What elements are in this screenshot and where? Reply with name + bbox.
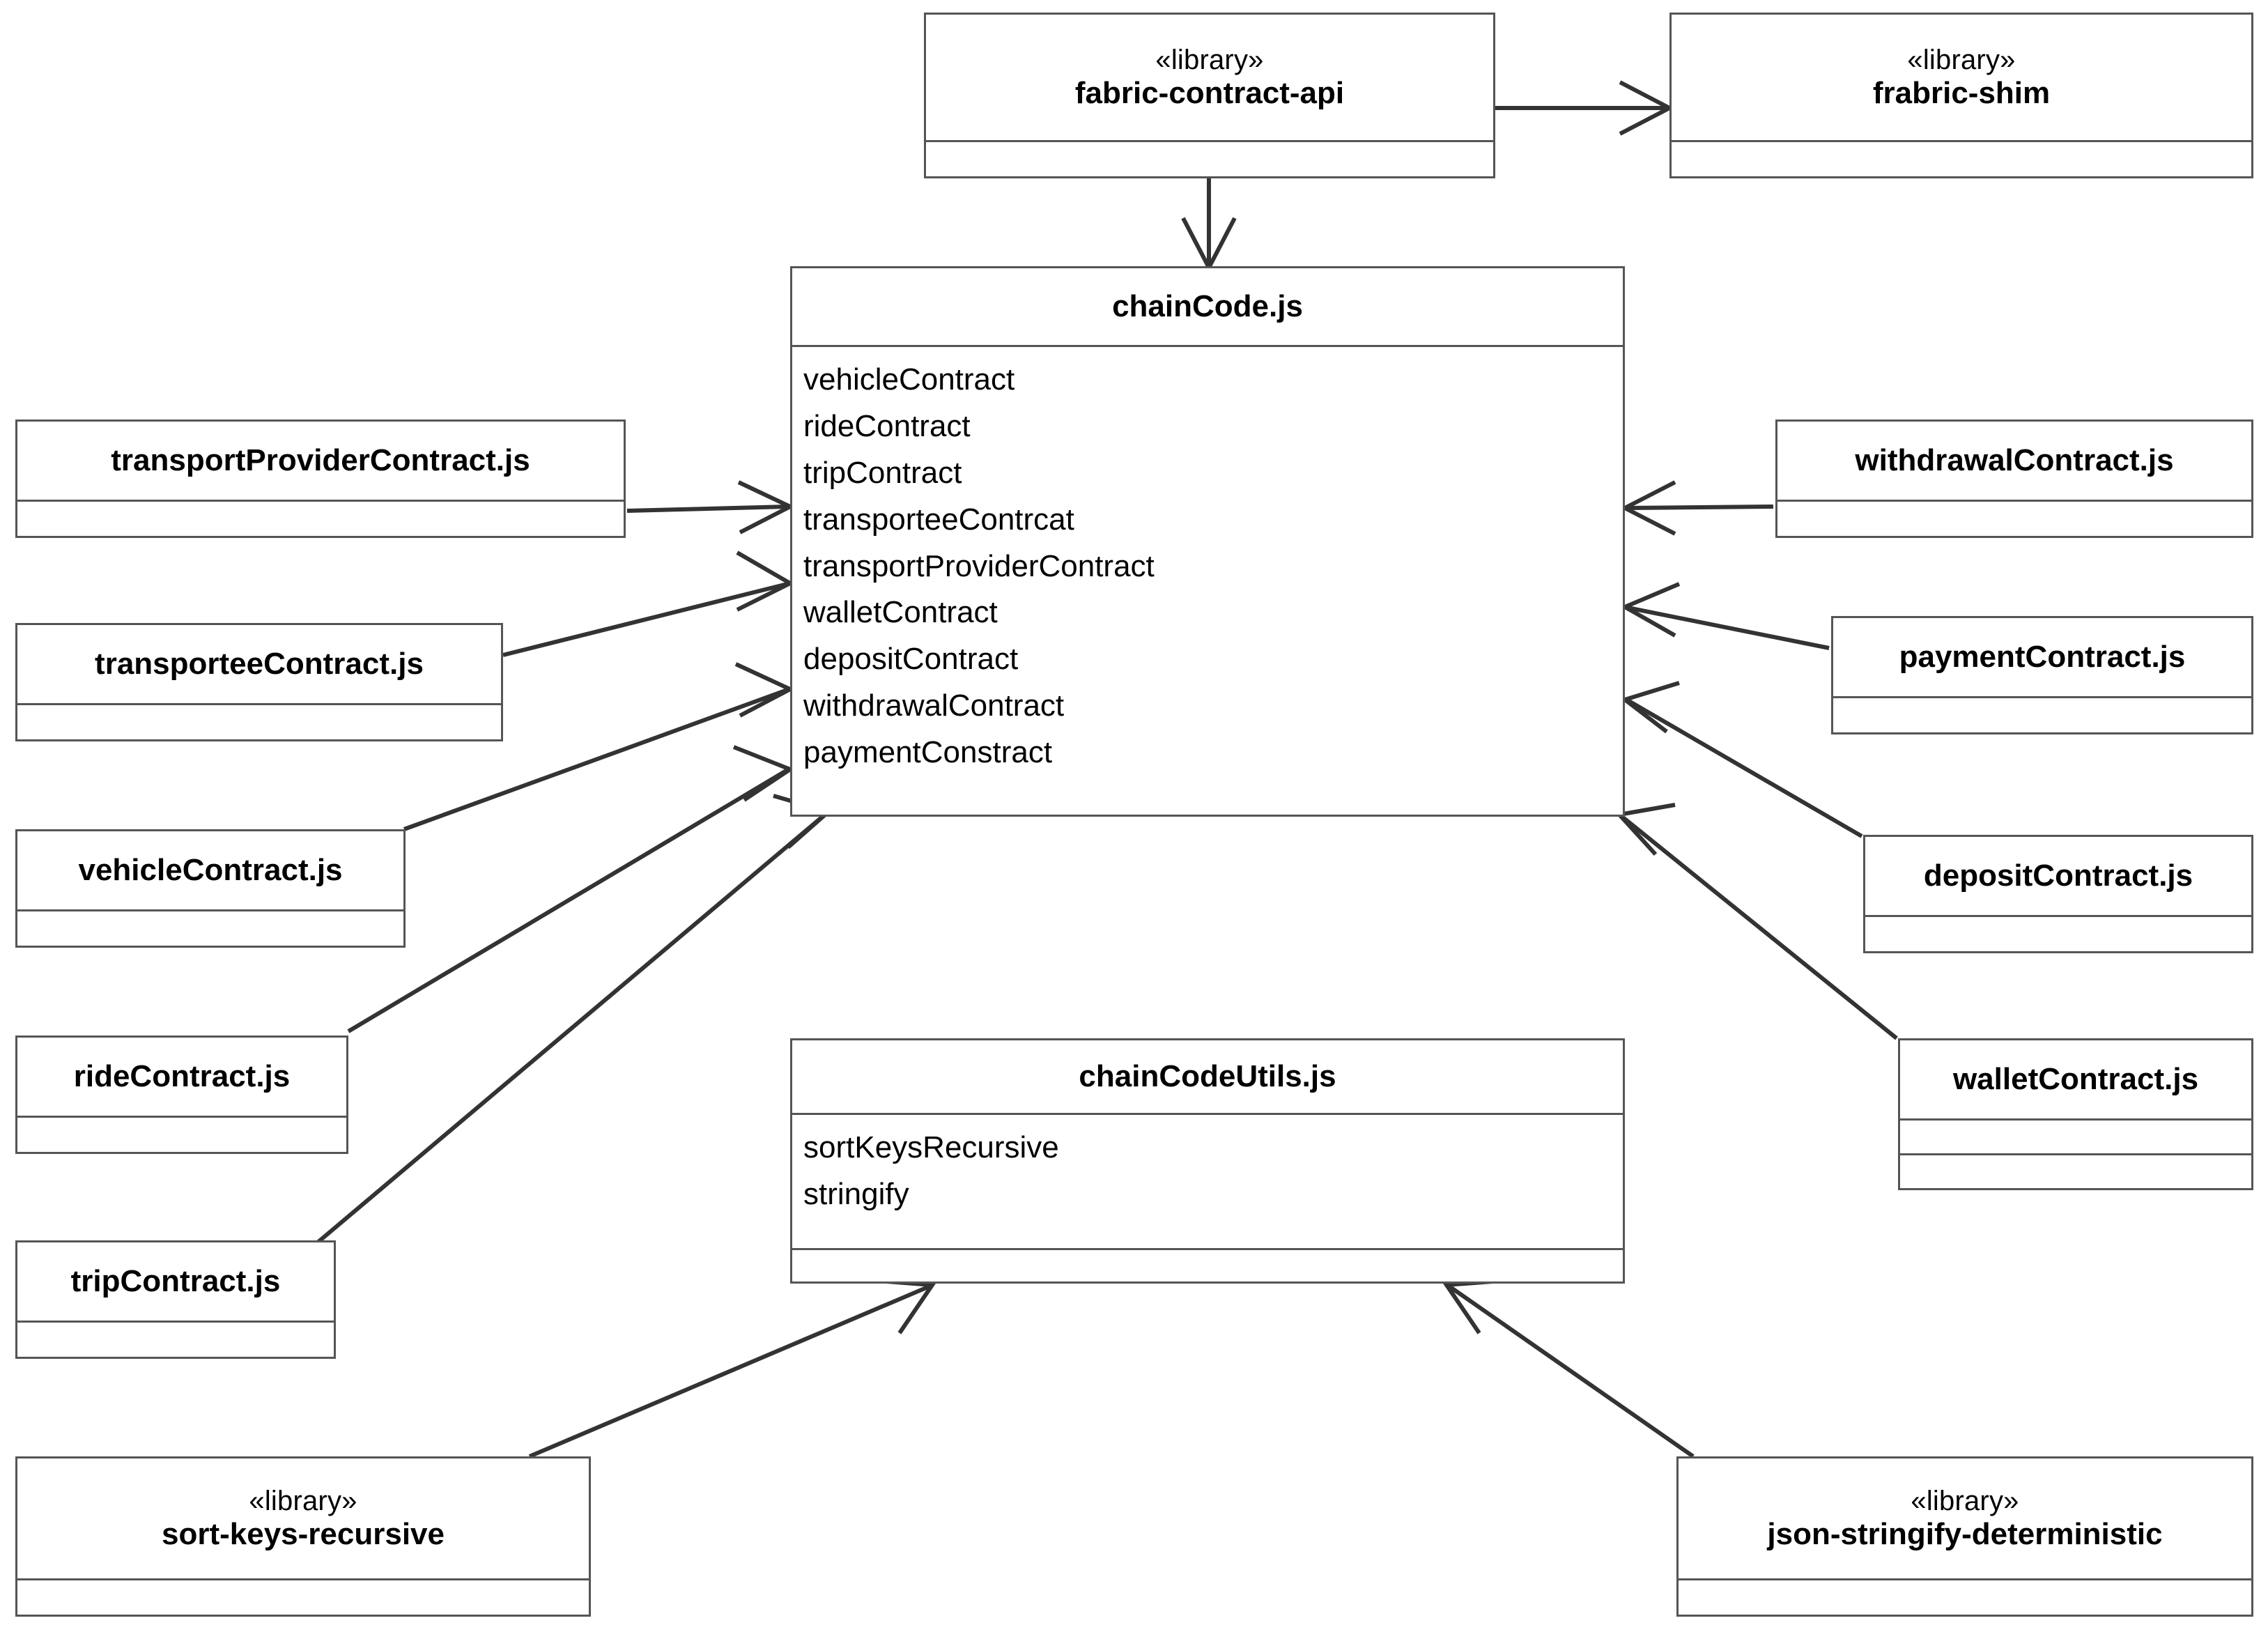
title-compartment: walletContract.js xyxy=(1900,1040,2251,1118)
node-title: sort-keys-recursive xyxy=(161,1516,445,1551)
edge-transportee-contract-to-chaincode xyxy=(502,582,788,657)
member-item: transporteeContrcat xyxy=(803,502,1074,537)
arrowhead-chaincode-right-2 xyxy=(1620,582,1681,638)
stereotype-label: «library» xyxy=(249,1485,357,1516)
members-compartment xyxy=(17,909,403,946)
node-ride-contract[interactable]: rideContract.js xyxy=(15,1036,348,1154)
member-item: walletContract xyxy=(803,595,998,630)
edge-ride-contract-to-chaincode xyxy=(347,768,789,1033)
arrowhead-chaincode-left-2 xyxy=(736,551,795,612)
member-item: rideContract xyxy=(803,408,971,443)
member-item: withdrawalContract xyxy=(803,688,1065,723)
title-compartment: depositContract.js xyxy=(1865,837,2251,915)
edge-sort-keys-recursive-to-chaincode-utils xyxy=(528,1284,931,1458)
member-item: transportProviderContract xyxy=(803,548,1155,583)
node-title: json-stringify-deterministic xyxy=(1767,1516,2163,1551)
title-compartment: transportProviderContract.js xyxy=(17,422,624,500)
stereotype-label: «library» xyxy=(1155,44,1264,75)
node-title: frabric-shim xyxy=(1872,75,2051,110)
node-transportee-contract[interactable]: transporteeContract.js xyxy=(15,623,503,741)
members-compartment xyxy=(17,1578,589,1615)
node-deposit-contract[interactable]: depositContract.js xyxy=(1863,835,2253,953)
members-compartment xyxy=(926,140,1493,176)
members-compartment xyxy=(1777,500,2251,536)
node-transport-provider-contract[interactable]: transportProviderContract.js xyxy=(15,419,626,538)
title-compartment: transporteeContract.js xyxy=(17,625,501,703)
arrowhead-chaincode-left-4 xyxy=(732,745,795,802)
members-compartment xyxy=(1900,1118,2251,1153)
arrowhead-chaincode-utils-left xyxy=(876,1279,936,1334)
arrowhead-chaincode-right-3 xyxy=(1620,681,1680,734)
node-frabric-shim[interactable]: «library» frabric-shim xyxy=(1669,13,2253,178)
arrowhead-chaincode-utils-right xyxy=(1442,1279,1503,1334)
node-payment-contract[interactable]: paymentContract.js xyxy=(1831,616,2253,734)
node-vehicle-contract[interactable]: vehicleContract.js xyxy=(15,829,406,948)
members-compartment xyxy=(17,1321,334,1357)
node-sort-keys-recursive[interactable]: «library» sort-keys-recursive xyxy=(15,1456,591,1617)
member-item: stringify xyxy=(803,1176,909,1211)
arrowhead-chaincode-right-1 xyxy=(1620,480,1676,536)
extra-compartment xyxy=(792,1248,1623,1281)
extra-compartment xyxy=(1900,1153,2251,1188)
node-withdrawal-contract[interactable]: withdrawalContract.js xyxy=(1775,419,2253,538)
edge-wallet-contract-to-chaincode xyxy=(1621,815,1898,1040)
stereotype-label: «library» xyxy=(1907,44,2016,75)
node-title: paymentContract.js xyxy=(1899,639,2186,674)
members-compartment xyxy=(1672,140,2251,176)
node-chaincode-utils[interactable]: chainCodeUtils.js sortKeysRecursive stri… xyxy=(790,1038,1625,1284)
members-compartment xyxy=(17,500,624,536)
members-compartment: sortKeysRecursive stringify xyxy=(792,1113,1623,1248)
node-title: withdrawalContract.js xyxy=(1855,442,2174,477)
node-title: depositContract.js xyxy=(1923,858,2193,893)
node-title: transporteeContract.js xyxy=(95,646,424,681)
members-compartment xyxy=(17,1116,346,1152)
node-title: tripContract.js xyxy=(70,1263,281,1298)
node-title: rideContract.js xyxy=(73,1059,291,1093)
members-compartment xyxy=(1679,1578,2251,1615)
node-wallet-contract[interactable]: walletContract.js xyxy=(1898,1038,2253,1190)
edge-deposit-contract-to-chaincode xyxy=(1626,698,1863,838)
member-item: vehicleContract xyxy=(803,362,1015,397)
title-compartment: «library» json-stringify-deterministic xyxy=(1679,1458,2251,1578)
edge-payment-contract-to-chaincode xyxy=(1627,606,1830,650)
title-compartment: chainCodeUtils.js xyxy=(792,1040,1623,1113)
arrowhead-chaincode-left-3 xyxy=(734,662,795,718)
node-json-stringify-deterministic[interactable]: «library» json-stringify-deterministic xyxy=(1676,1456,2253,1617)
members-compartment xyxy=(17,703,501,739)
title-compartment: «library» frabric-shim xyxy=(1672,15,2251,140)
title-compartment: «library» fabric-contract-api xyxy=(926,15,1493,140)
title-compartment: withdrawalContract.js xyxy=(1777,422,2251,500)
edge-withdrawal-contract-to-chaincode xyxy=(1627,505,1774,510)
edge-json-stringify-deterministic-to-chaincode-utils xyxy=(1448,1284,1695,1458)
title-compartment: tripContract.js xyxy=(17,1242,334,1321)
node-fabric-contract-api[interactable]: «library» fabric-contract-api xyxy=(924,13,1495,178)
title-compartment: rideContract.js xyxy=(17,1038,346,1116)
node-trip-contract[interactable]: tripContract.js xyxy=(15,1240,336,1359)
node-title: chainCodeUtils.js xyxy=(1079,1059,1336,1093)
title-compartment: «library» sort-keys-recursive xyxy=(17,1458,589,1578)
member-item: tripContract xyxy=(803,455,962,490)
title-compartment: paymentContract.js xyxy=(1833,618,2251,696)
node-chaincode[interactable]: chainCode.js vehicleContract rideContrac… xyxy=(790,266,1625,817)
title-compartment: chainCode.js xyxy=(792,268,1623,345)
member-item: depositContract xyxy=(803,642,1019,677)
node-title: fabric-contract-api xyxy=(1074,75,1345,110)
node-title: walletContract.js xyxy=(1952,1061,2199,1096)
node-title: vehicleContract.js xyxy=(78,852,343,887)
node-title: transportProviderContract.js xyxy=(111,442,530,477)
arrowhead-chaincode-bottomright xyxy=(1615,803,1676,856)
members-compartment: vehicleContract rideContract tripContrac… xyxy=(792,345,1623,815)
member-item: sortKeysRecursive xyxy=(803,1130,1059,1164)
member-item: paymentConstract xyxy=(803,735,1053,769)
arrowhead-chaincode-left-1 xyxy=(737,480,795,534)
arrowhead-chaincode-top xyxy=(1181,217,1237,272)
edge-transport-provider-contract-to-chaincode xyxy=(626,505,788,513)
node-title: chainCode.js xyxy=(1112,288,1303,323)
members-compartment xyxy=(1833,696,2251,732)
members-compartment xyxy=(1865,915,2251,951)
arrowhead-frabric-shim xyxy=(1619,80,1674,136)
stereotype-label: «library» xyxy=(1911,1485,2019,1516)
title-compartment: vehicleContract.js xyxy=(17,831,403,909)
